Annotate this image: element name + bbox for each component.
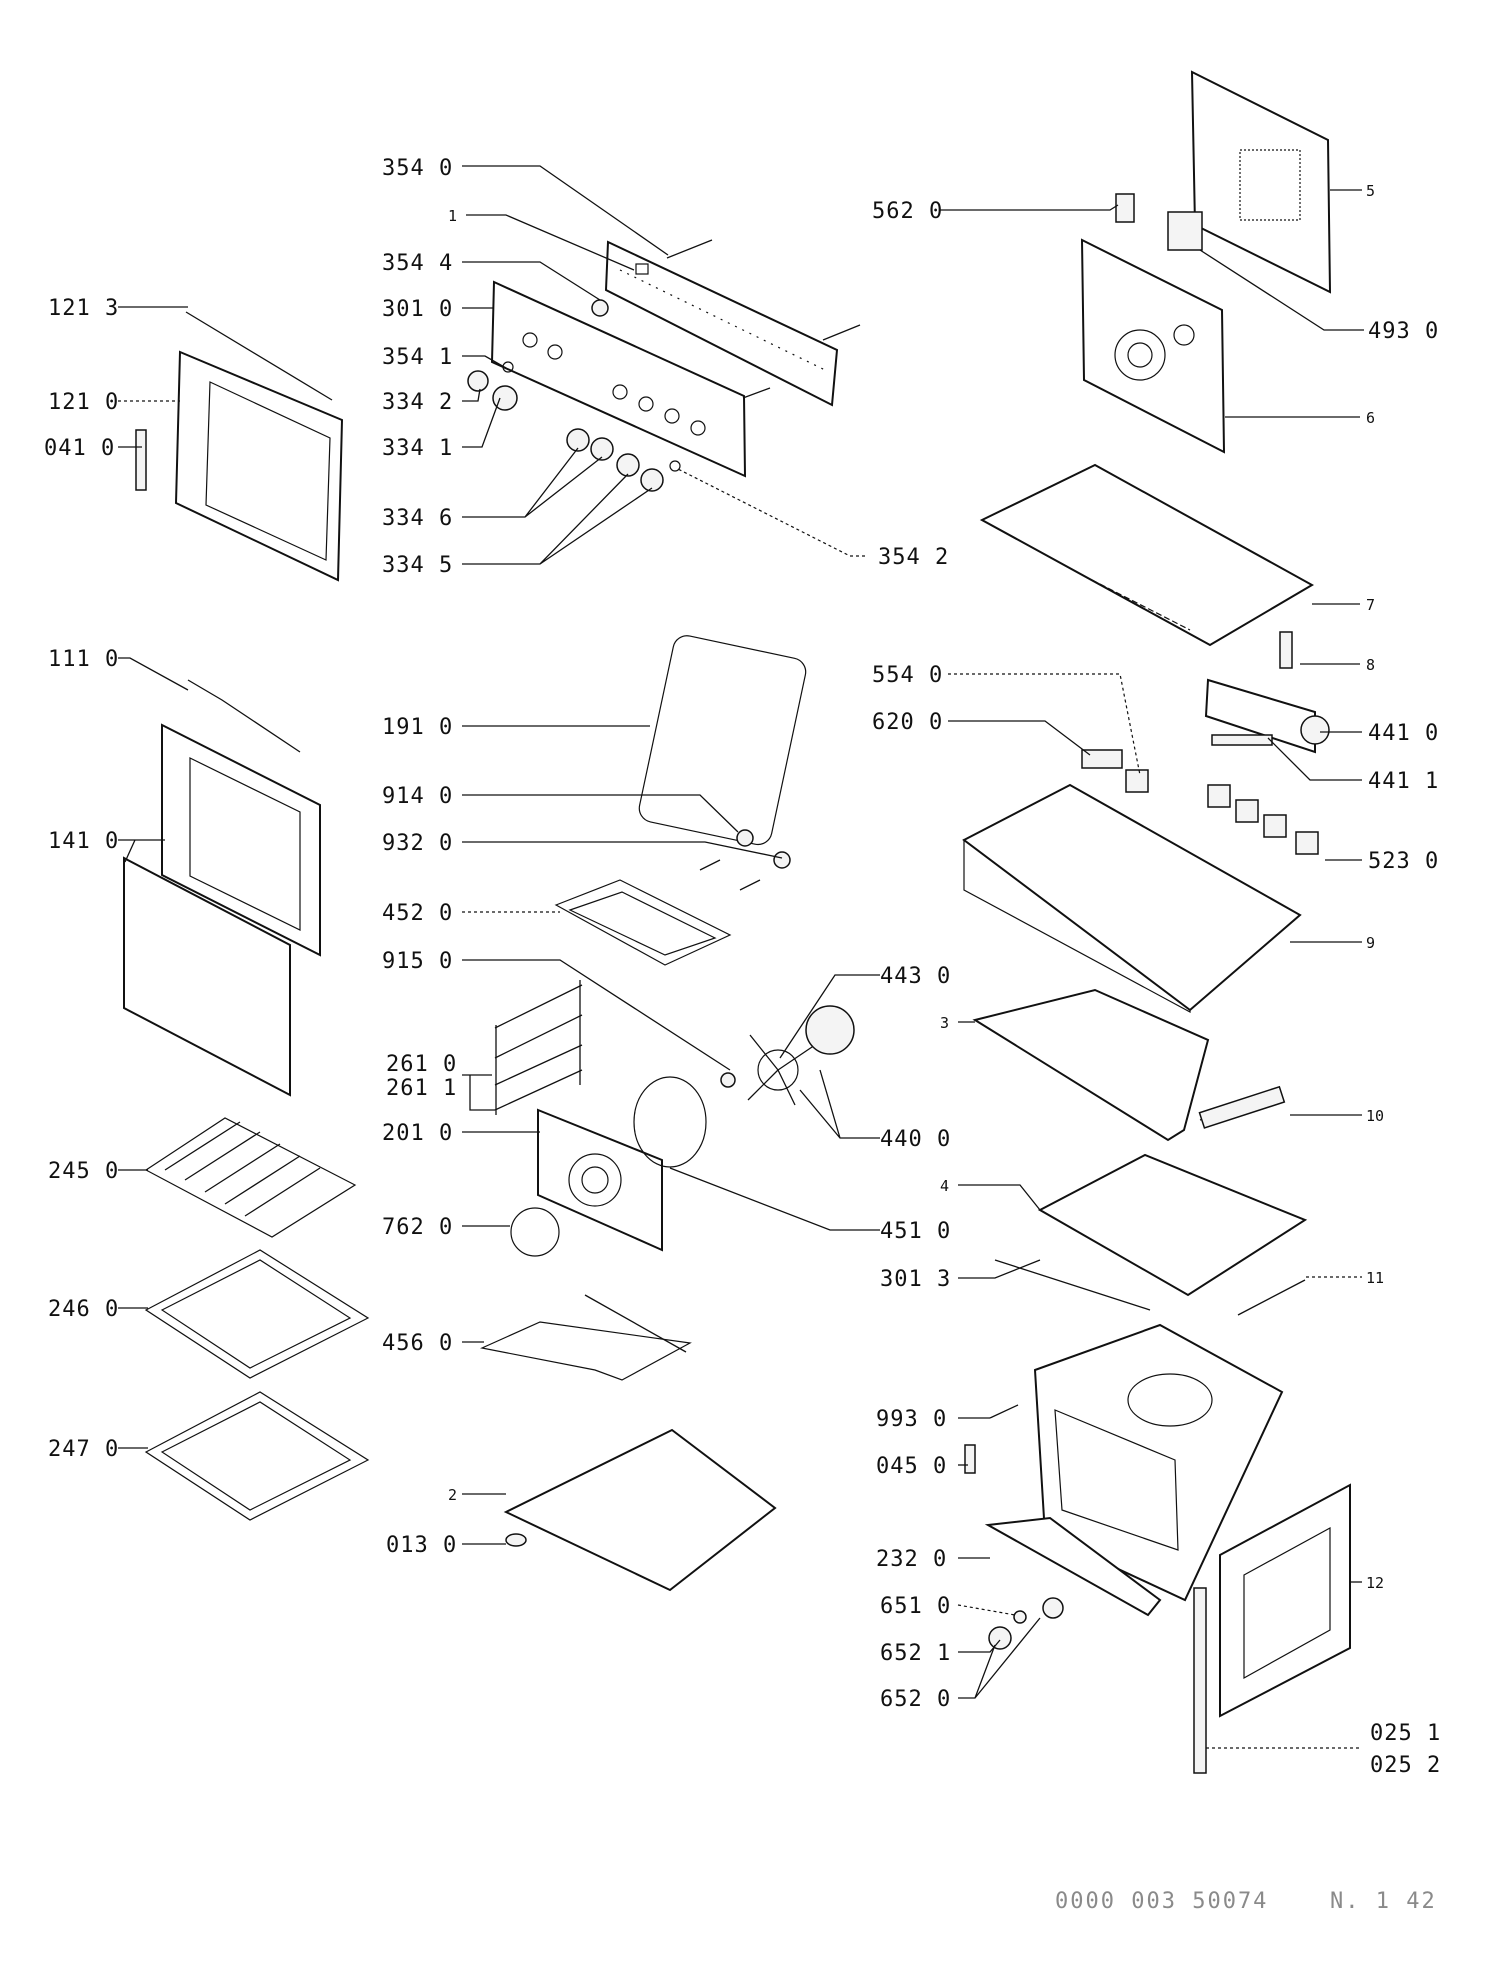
callout-141-0: 141 0 xyxy=(48,829,119,854)
motor-bracket-part xyxy=(1080,238,1226,454)
callout-301-3: 301 3 xyxy=(880,1267,951,1292)
callout-2: 2 xyxy=(448,1486,457,1504)
callout-493-0: 493 0 xyxy=(1368,319,1439,344)
callout-334-2: 334 2 xyxy=(382,390,453,415)
callout-247-0: 247 0 xyxy=(48,1437,119,1462)
lower-element-part xyxy=(480,1294,692,1381)
callout-7: 7 xyxy=(1366,596,1375,614)
fan-cover-part xyxy=(537,1108,663,1252)
callout-652-0: 652 0 xyxy=(880,1687,951,1712)
callout-9: 9 xyxy=(1366,934,1375,952)
baking-tray-part xyxy=(144,1249,370,1521)
callout-1: 1 xyxy=(448,207,457,225)
callout-620-0: 620 0 xyxy=(872,710,943,735)
side-rail-part xyxy=(972,988,1286,1142)
upper-door-frame-part xyxy=(135,311,344,582)
callout-523-0: 523 0 xyxy=(1368,849,1439,874)
callout-10: 10 xyxy=(1366,1107,1384,1125)
door-trim-part xyxy=(187,679,301,753)
callout-441-0: 441 0 xyxy=(1368,721,1439,746)
callout-554-0: 554 0 xyxy=(872,663,943,688)
leader-lines xyxy=(118,165,1364,1749)
callout-354-2: 354 2 xyxy=(878,545,949,570)
grill-element-part xyxy=(554,829,791,966)
top-cover-part xyxy=(979,463,1315,669)
callout-354-4: 354 4 xyxy=(382,251,453,276)
door-glass-part xyxy=(123,723,321,1097)
callout-354-0: 354 0 xyxy=(382,156,453,181)
callout-652-1: 652 1 xyxy=(880,1641,951,1666)
circular-element-part xyxy=(633,1076,707,1168)
callout-441-1: 441 1 xyxy=(1368,769,1439,794)
callout-232-0: 232 0 xyxy=(876,1547,947,1572)
control-panel-bracket-part xyxy=(604,240,839,407)
callout-932-0: 932 0 xyxy=(382,831,453,856)
callout-334-5: 334 5 xyxy=(382,553,453,578)
callout-354-1: 354 1 xyxy=(382,345,453,370)
callout-121-0: 121 0 xyxy=(48,390,119,415)
callout-013-0: 013 0 xyxy=(386,1533,457,1558)
callout-121-3: 121 3 xyxy=(48,296,119,321)
callout-11: 11 xyxy=(1366,1269,1384,1287)
thermostat-part xyxy=(1115,193,1203,251)
callout-3: 3 xyxy=(940,1014,949,1032)
shelf-support-part xyxy=(494,980,583,1115)
callout-6: 6 xyxy=(1366,409,1375,427)
callout-5: 5 xyxy=(1366,182,1375,200)
floor-plate-part xyxy=(994,1153,1308,1316)
door-gasket-part xyxy=(638,635,807,846)
callout-914-0: 914 0 xyxy=(382,784,453,809)
cover-plate-part xyxy=(510,1207,560,1257)
callout-045-0: 045 0 xyxy=(876,1454,947,1479)
oven-cavity-part xyxy=(1033,1323,1284,1602)
callout-191-0: 191 0 xyxy=(382,715,453,740)
cavity-accessories-part xyxy=(964,1404,1162,1650)
callout-562-0: 562 0 xyxy=(872,199,943,224)
callout-12: 12 xyxy=(1366,1574,1384,1592)
document-footer: 0000 003 50074 N. 1 42 xyxy=(1055,1889,1437,1914)
switch-shaft-part xyxy=(591,239,861,399)
callout-201-0: 201 0 xyxy=(382,1121,453,1146)
callout-334-1: 334 1 xyxy=(382,436,453,461)
callout-443-0: 443 0 xyxy=(880,964,951,989)
callout-452-0: 452 0 xyxy=(382,901,453,926)
document-code: 0000 003 50074 xyxy=(1055,1889,1268,1914)
fan-blade-part xyxy=(720,1005,855,1106)
callout-245-0: 245 0 xyxy=(48,1159,119,1184)
oven-door-part xyxy=(1193,1483,1351,1774)
callout-334-6: 334 6 xyxy=(382,506,453,531)
callout-261-1: 261 1 xyxy=(386,1076,457,1101)
callout-762-0: 762 0 xyxy=(382,1215,453,1240)
callout-111-0: 111 0 xyxy=(48,647,119,672)
base-plate-part xyxy=(503,1428,777,1592)
callout-8: 8 xyxy=(1366,656,1375,674)
callout-993-0: 993 0 xyxy=(876,1407,947,1432)
callout-451-0: 451 0 xyxy=(880,1219,951,1244)
callout-labels: 354 0 1 354 4 301 0 354 1 334 2 334 1 33… xyxy=(44,156,1441,1778)
callout-301-0: 301 0 xyxy=(382,297,453,322)
callout-261-0: 261 0 xyxy=(386,1052,457,1077)
electronics-box-part xyxy=(962,749,1319,1014)
callout-915-0: 915 0 xyxy=(382,949,453,974)
callout-456-0: 456 0 xyxy=(382,1331,453,1356)
wire-shelf-part xyxy=(144,1117,357,1238)
control-knob-part xyxy=(467,361,681,492)
callout-041-0: 041 0 xyxy=(44,436,115,461)
callout-246-0: 246 0 xyxy=(48,1297,119,1322)
page-reference: N. 1 42 xyxy=(1330,1889,1437,1914)
callout-4: 4 xyxy=(940,1177,949,1195)
callout-651-0: 651 0 xyxy=(880,1594,951,1619)
callout-025-2: 025 2 xyxy=(1370,1753,1441,1778)
callout-440-0: 440 0 xyxy=(880,1127,951,1152)
back-panel-part xyxy=(1190,70,1332,294)
control-panel-fascia-part xyxy=(490,280,747,478)
tangential-fan-part xyxy=(1204,678,1330,754)
callout-025-1: 025 1 xyxy=(1370,1721,1441,1746)
